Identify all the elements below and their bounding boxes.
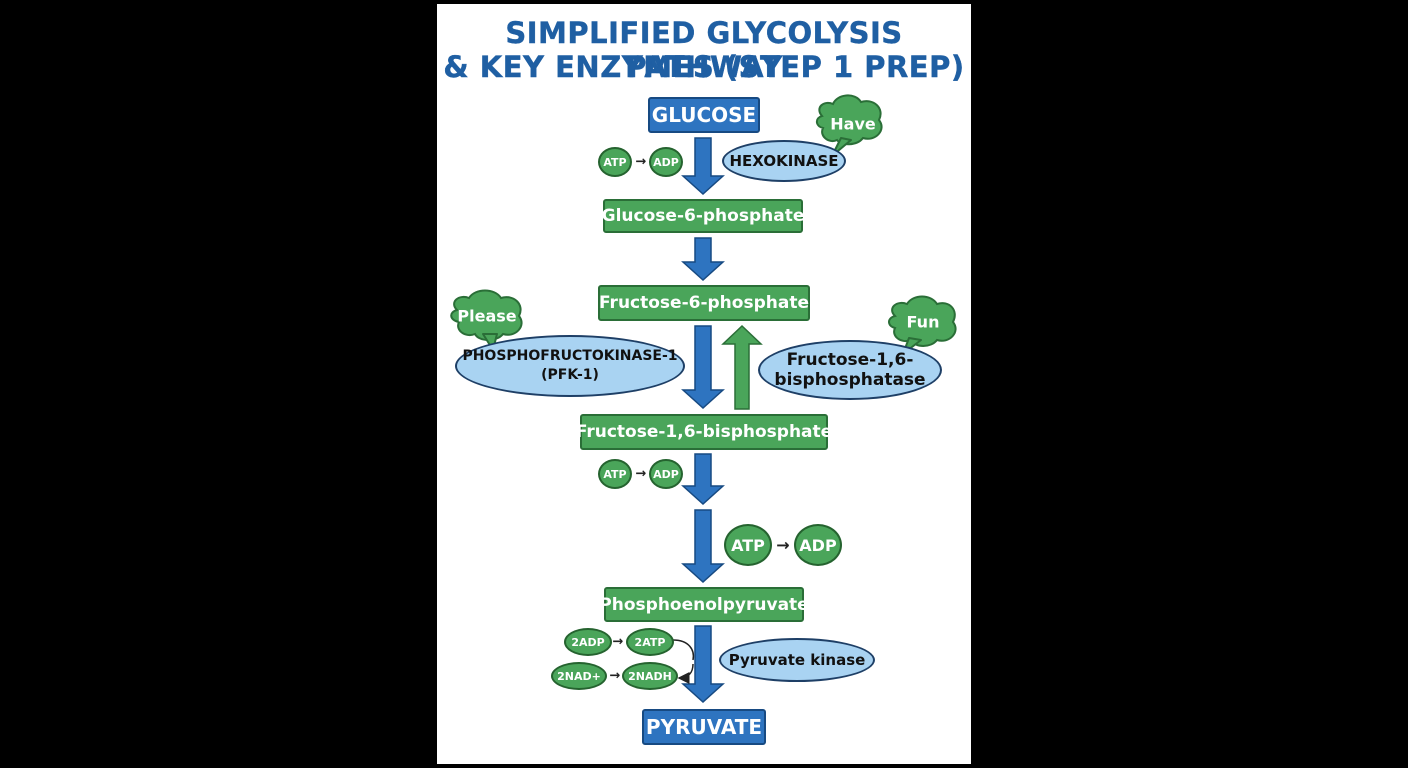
- enzyme-fbpase-line-2: bisphosphatase: [774, 370, 926, 390]
- metabolite-pyruvate: PYRUVATE: [642, 709, 766, 745]
- connector-atp-curve: [672, 639, 695, 661]
- pathway-arrows: [450, 94, 957, 704]
- bubble-have: Have: [830, 114, 876, 134]
- cofactor-atp-step1: ATP: [598, 147, 632, 177]
- cofactor-adp-step3: ADP: [649, 459, 683, 489]
- arrow-f6p-to-f16bp: [681, 325, 725, 410]
- bubble-please: Please: [457, 306, 517, 326]
- enzyme-pfk1: PHOSPHOFRUCTOKINASE-1 (PFK-1): [455, 335, 685, 397]
- cofactor-arrow-2nad: →: [609, 668, 621, 684]
- metabolite-fructose-1-6-bisphosphate: Fructose-1,6-bisphosphate: [576, 414, 832, 450]
- enzyme-pyruvate-kinase-label: Pyruvate kinase: [728, 650, 866, 669]
- connector-nadh-curve: [677, 663, 694, 684]
- cofactor-arrow-big: →: [776, 535, 790, 555]
- cofactor-adp-step1: ADP: [649, 147, 683, 177]
- arrow-to-pep: [681, 509, 725, 584]
- cofactor-adp-big: ADP: [794, 524, 842, 566]
- title-line-2: & KEY ENZYMES (STEP 1 PREP): [443, 50, 965, 84]
- arrow-g6p-to-f6p: [681, 237, 725, 282]
- arrow-pep-to-pyruvate: [681, 625, 725, 704]
- cofactor-arrow-2adp: →: [612, 634, 624, 650]
- cofactor-atp-big: ATP: [724, 524, 772, 566]
- enzyme-fbpase-line-1: Fructose-1,6-: [786, 350, 914, 370]
- enzyme-fructose-bisphosphatase: Fructose-1,6- bisphosphatase: [758, 340, 942, 400]
- cofactor-2nad: 2NAD+: [551, 662, 607, 690]
- enzyme-pfk1-name: PHOSPHOFRUCTOKINASE-1: [462, 348, 678, 364]
- title-line-1: SIMPLIFIED GLYCOLYSIS PATHWAY: [505, 16, 903, 84]
- arrow-glucose-to-g6p: [681, 137, 725, 196]
- metabolite-phosphoenolpyruvate: Phosphoenolpyruvate: [599, 587, 809, 622]
- poster-sheet: SIMPLIFIED GLYCOLYSIS PATHWAY & KEY ENZY…: [437, 4, 971, 764]
- enzyme-pyruvate-kinase: Pyruvate kinase: [719, 638, 875, 682]
- metabolite-glucose: GLUCOSE: [648, 97, 760, 133]
- enzyme-hexokinase: HEXOKINASE: [722, 140, 846, 182]
- metabolite-fructose-6-phosphate: Fructose-6-phosphate: [598, 285, 810, 321]
- bubble-fun: Fun: [906, 312, 940, 332]
- metabolite-glucose-6-phosphate: Glucose-6-phosphate: [602, 199, 804, 233]
- cofactor-atp-step3: ATP: [598, 459, 632, 489]
- cofactor-arrow-step1: →: [635, 154, 647, 170]
- cofactor-2nadh: 2NADH: [622, 662, 678, 690]
- cofactor-arrow-step3: →: [635, 466, 647, 482]
- enzyme-hexokinase-label: HEXOKINASE: [729, 151, 839, 170]
- cofactor-2atp: 2ATP: [626, 628, 674, 656]
- enzyme-pfk1-abbrev: (PFK-1): [541, 367, 599, 383]
- arrow-f16bp-down: [681, 453, 725, 506]
- arrow-f16bp-to-f6p: [721, 324, 763, 410]
- cofactor-2adp: 2ADP: [564, 628, 612, 656]
- bubble-fun-shape: [888, 295, 957, 355]
